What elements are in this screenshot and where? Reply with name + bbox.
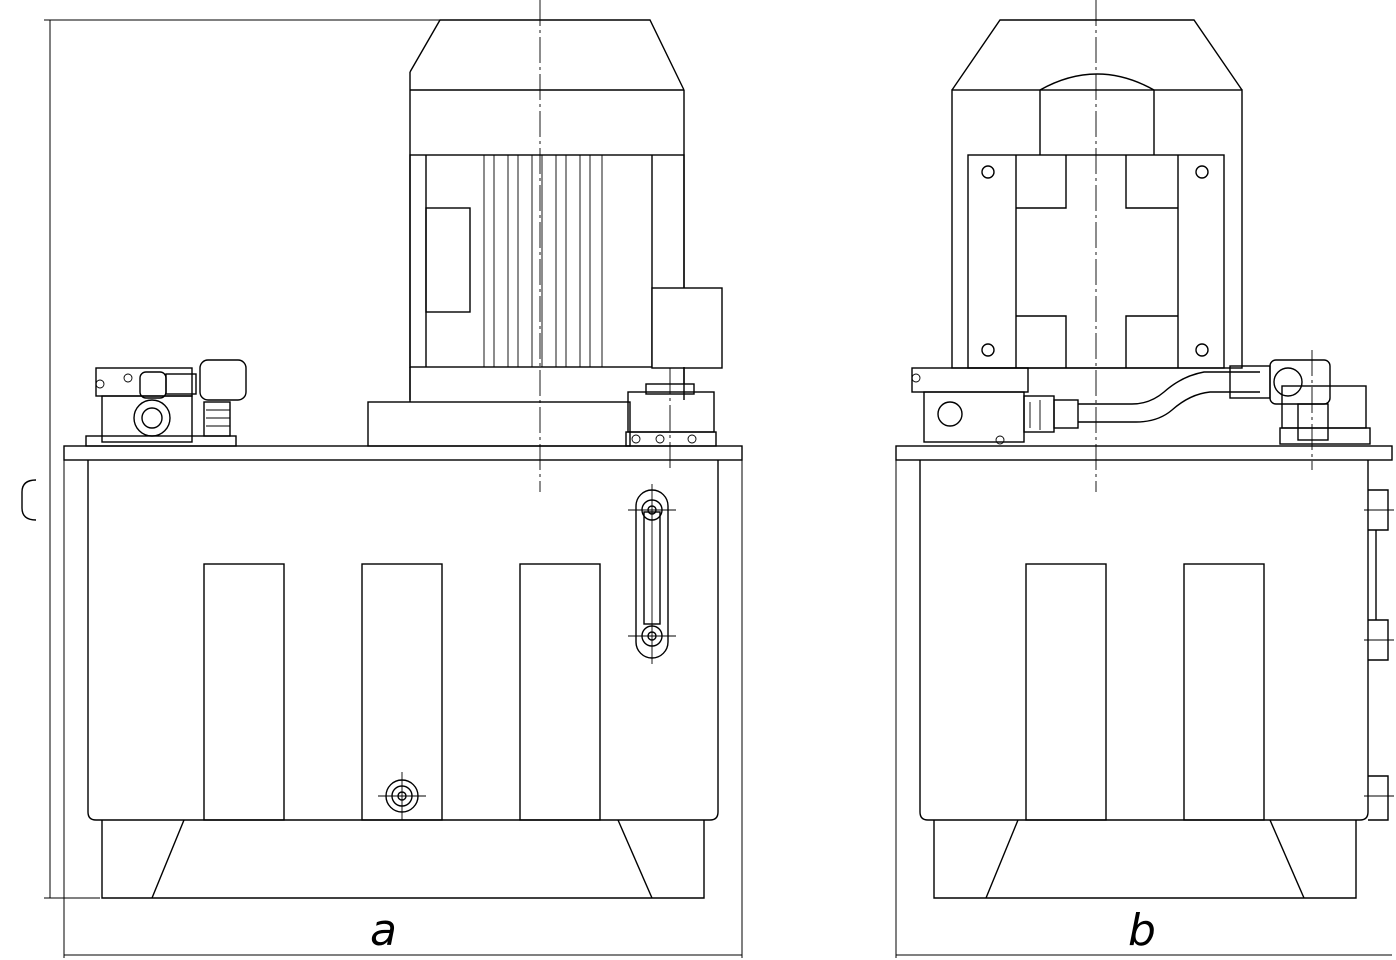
pressure-pipe-top — [1078, 371, 1260, 405]
level-gauge — [628, 484, 676, 664]
valve-block — [85, 359, 247, 447]
dimension-width-b: b — [895, 456, 1392, 958]
tank-lid — [63, 445, 743, 461]
pressure-pipe-bottom — [1078, 391, 1260, 423]
motor-cap — [409, 19, 685, 91]
side-fitting — [1229, 359, 1371, 445]
side-motor-cap — [951, 19, 1243, 91]
side-pump-block — [911, 367, 1079, 445]
dimension-width-a: a — [63, 456, 743, 958]
drain-plug — [378, 772, 426, 820]
side-tank-panel-2 — [1183, 563, 1265, 821]
tank-panel-1 — [203, 563, 285, 821]
dimension-b-label: b — [1128, 905, 1156, 956]
dimension-c-glyph — [21, 479, 37, 521]
tank-body — [87, 460, 719, 821]
side-tank-base — [933, 819, 1357, 899]
side-level-gauge — [1364, 489, 1394, 821]
motor-window — [425, 207, 471, 313]
dimension-a-label: a — [370, 905, 397, 956]
side-view — [895, 0, 1394, 899]
side-tank-panel-1 — [1025, 563, 1107, 821]
motor-fins — [483, 155, 603, 367]
terminal-box — [651, 287, 723, 369]
solenoid-coil — [199, 359, 247, 401]
side-tank-lid — [895, 445, 1393, 461]
side-tank-body — [919, 460, 1369, 821]
side-motor-body — [951, 89, 1243, 369]
breather-cap — [625, 383, 717, 447]
dimension-height-c: c — [21, 19, 440, 899]
motor-flange — [367, 401, 631, 447]
tank-panel-3 — [519, 563, 601, 821]
tank-base — [101, 819, 705, 899]
front-view — [63, 0, 743, 899]
side-motor-hump — [1039, 73, 1155, 155]
motor-body — [409, 154, 685, 368]
